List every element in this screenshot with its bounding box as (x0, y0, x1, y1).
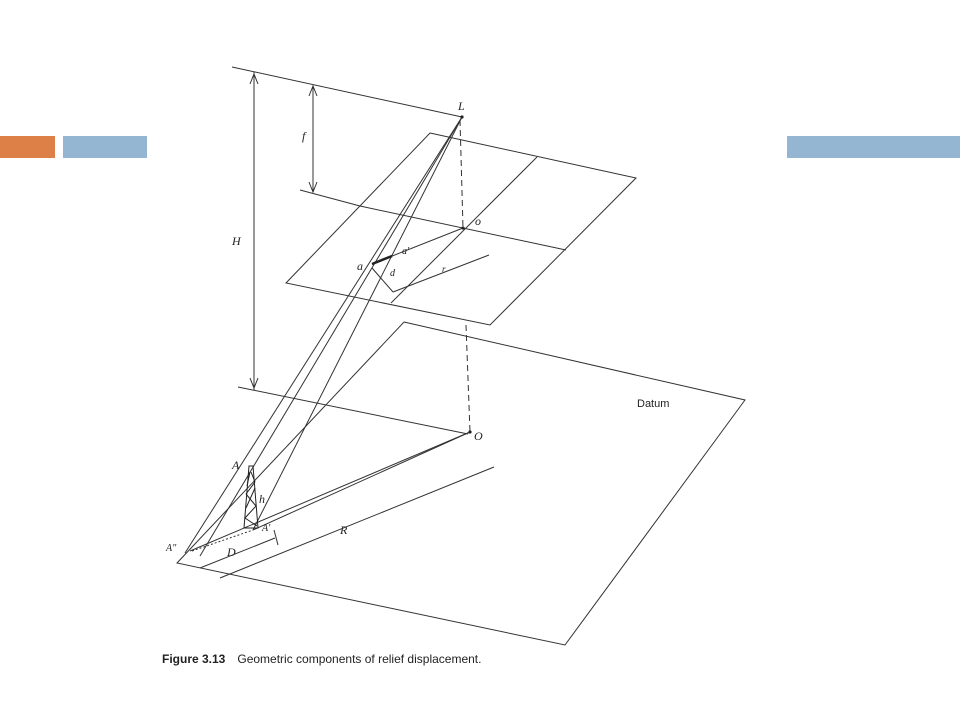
figure-caption: Figure 3.13 Geometric components of reli… (162, 650, 481, 667)
figure-caption-text: Geometric components of relief displacem… (237, 652, 481, 666)
ray-L-to-A-prime (252, 116, 463, 531)
point-L (460, 115, 464, 119)
datum-radial-A-prime (252, 431, 471, 531)
ground-displacement-dotted (191, 529, 254, 552)
accent-bar-blue-left (63, 136, 147, 158)
point-O (468, 430, 472, 434)
label-A-prime: A' (261, 523, 271, 534)
label-h: h (259, 492, 265, 506)
figure-caption-number: Figure 3.13 (162, 652, 226, 666)
D-dimension-line (199, 537, 276, 569)
label-A-double-prime: A" (165, 543, 177, 554)
r-dimension-line (392, 254, 490, 293)
focal-reference-line (299, 189, 361, 207)
D-dimension-end (273, 529, 279, 546)
label-r: r (442, 264, 446, 274)
top-reference-line (231, 66, 463, 118)
photo-plane (285, 132, 637, 326)
label-L: L (457, 99, 465, 113)
label-datum: Datum (637, 398, 669, 410)
ray-L-to-A-double-prime (184, 116, 463, 554)
photo-displacement-segment (371, 254, 393, 266)
datum-plane (176, 321, 746, 646)
h-arrow-top (249, 72, 259, 85)
datum-reference-line (237, 386, 469, 435)
h-arrow-bottom (249, 377, 259, 390)
label-A: A (231, 458, 240, 472)
label-o: o (475, 214, 481, 228)
relief-displacement-diagram: L f H o a a' d r Datum O A h A' A" D R F… (162, 66, 746, 667)
label-a-prime: a' (402, 246, 410, 257)
label-D: D (226, 545, 236, 559)
label-O: O (474, 429, 483, 443)
label-H: H (231, 234, 242, 248)
principal-axis-lower (465, 324, 471, 433)
principal-axis-upper (459, 119, 464, 229)
tower-icon (243, 465, 259, 529)
R-dimension-line (219, 466, 495, 579)
point-o (461, 226, 465, 230)
label-R: R (339, 523, 348, 537)
d-dimension-line (371, 267, 394, 293)
f-arrow-top (308, 84, 318, 97)
label-d: d (390, 268, 396, 279)
photo-fiducial-line-2 (390, 156, 538, 304)
f-arrow-bottom (308, 181, 318, 194)
ray-L-to-A (199, 116, 463, 557)
figure-panel: L f H o a a' d r Datum O A h A' A" D R F… (147, 62, 787, 680)
datum-radial-R (189, 431, 471, 552)
label-f: f (302, 129, 307, 143)
accent-bar-blue-right (786, 136, 960, 158)
label-a: a (357, 259, 363, 273)
accent-bar-orange (0, 136, 55, 158)
